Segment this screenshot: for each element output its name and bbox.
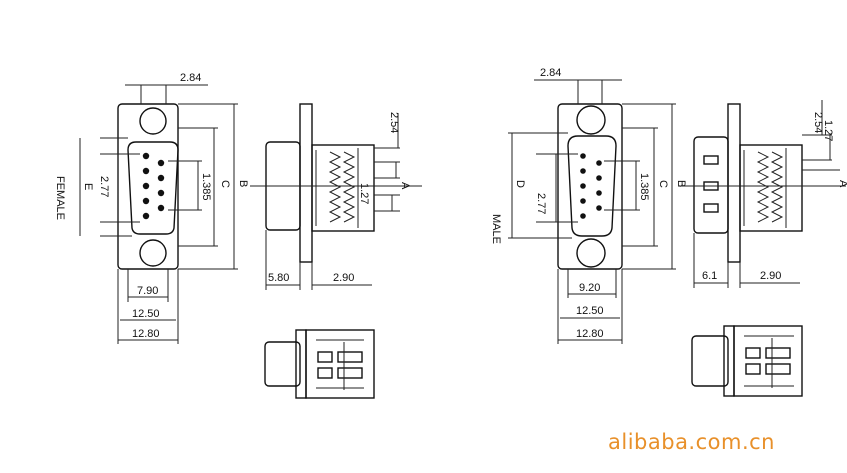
female-dim-row: 1.385 bbox=[200, 173, 212, 201]
female-side-dim-pitch: 2.54 bbox=[388, 112, 400, 133]
male-pin bbox=[580, 153, 586, 159]
male-dim-top: 2.84 bbox=[540, 67, 561, 79]
male-side-depth-right: 2.90 bbox=[760, 270, 781, 282]
female-side-depth-right: 2.90 bbox=[333, 272, 354, 284]
female-dim-width-inner: 7.90 bbox=[137, 285, 158, 297]
male-dim-B: B bbox=[675, 180, 687, 187]
female-pin bbox=[142, 197, 150, 205]
female-side-depth-left: 5.80 bbox=[268, 272, 289, 284]
female-label: FEMALE bbox=[54, 176, 66, 220]
female-side-dim-A: A bbox=[399, 182, 411, 190]
female-pin bbox=[157, 189, 165, 197]
female-dim-width-mid: 12.50 bbox=[132, 308, 160, 320]
male-pin bbox=[580, 198, 586, 204]
male-pin bbox=[596, 190, 602, 196]
male-dim-pitch: 2.77 bbox=[535, 193, 547, 214]
female-bottom-view bbox=[264, 329, 375, 399]
female-dim-pitch: 2.77 bbox=[98, 176, 110, 197]
female-dim-top: 2.84 bbox=[180, 72, 201, 84]
male-pin bbox=[580, 168, 586, 174]
female-shell bbox=[127, 141, 179, 235]
male-side-dim-row: 1.27 bbox=[822, 120, 834, 141]
male-dim-D: D bbox=[514, 180, 526, 188]
female-front-view bbox=[79, 84, 238, 344]
female-pin bbox=[142, 182, 150, 190]
female-pin bbox=[157, 204, 165, 212]
female-dim-E: E bbox=[82, 183, 94, 190]
female-side-view bbox=[250, 103, 422, 290]
male-bottom-view bbox=[691, 325, 803, 397]
male-pin bbox=[596, 205, 602, 211]
male-label: MALE bbox=[490, 214, 502, 244]
male-dim-C: C bbox=[657, 180, 669, 188]
male-mount-hole-bottom bbox=[576, 238, 606, 268]
male-pin bbox=[596, 160, 602, 166]
male-dim-width-inner: 9.20 bbox=[579, 282, 600, 294]
female-dim-width-outer: 12.80 bbox=[132, 328, 160, 340]
male-dim-width-mid: 12.50 bbox=[576, 305, 604, 317]
male-pin bbox=[596, 175, 602, 181]
male-dim-width-outer: 12.80 bbox=[576, 328, 604, 340]
female-mount-hole-top bbox=[139, 107, 167, 135]
male-pin bbox=[580, 183, 586, 189]
male-side-depth-left: 6.1 bbox=[702, 270, 717, 282]
male-side-dim-pitch: 2.54 bbox=[812, 112, 824, 133]
male-side-dim-A: A bbox=[837, 180, 847, 188]
male-mount-hole-top bbox=[576, 105, 606, 135]
male-front-view bbox=[508, 79, 676, 344]
male-flange bbox=[557, 103, 623, 270]
female-pin bbox=[157, 159, 165, 167]
female-dim-C: C bbox=[219, 180, 231, 188]
male-shell bbox=[567, 135, 617, 237]
male-pin bbox=[580, 213, 586, 219]
male-dim-row: 1.385 bbox=[638, 173, 650, 201]
female-dim-B: B bbox=[237, 180, 249, 187]
female-pin bbox=[142, 167, 150, 175]
female-side-dim-row: 1.27 bbox=[358, 183, 370, 204]
female-pin bbox=[142, 212, 150, 220]
male-side-view bbox=[678, 100, 846, 288]
female-pin bbox=[157, 174, 165, 182]
watermark-text: alibaba.com.cn bbox=[608, 430, 775, 454]
female-pin bbox=[142, 152, 150, 160]
female-mount-hole-bottom bbox=[139, 239, 167, 267]
